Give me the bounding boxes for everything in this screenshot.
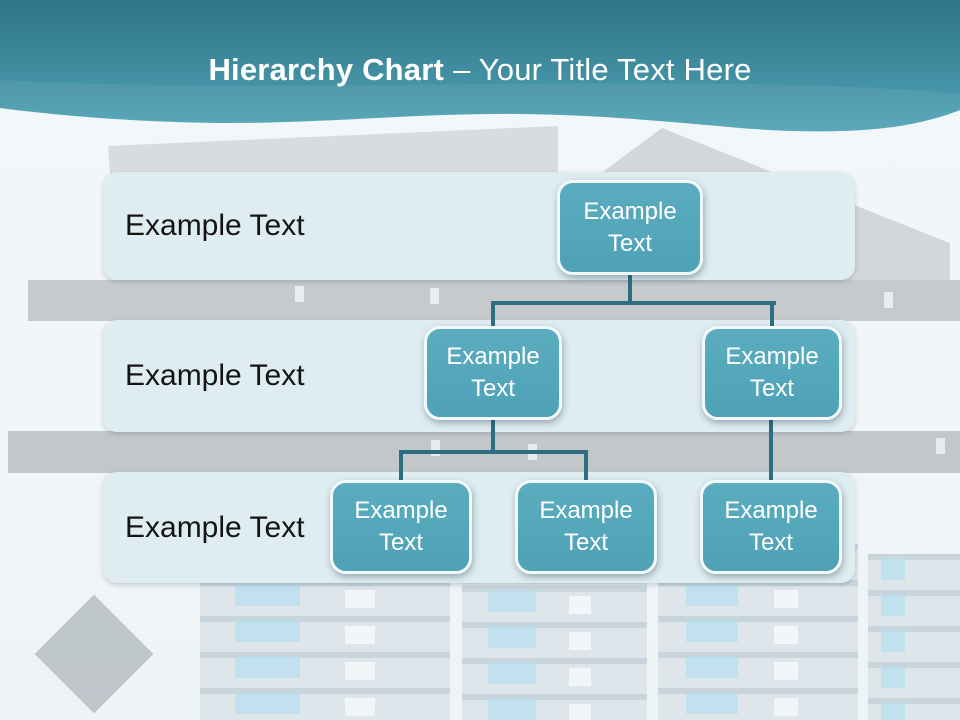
bg-slot	[431, 440, 440, 456]
node-text-line: Example	[446, 343, 540, 370]
connector-level2-crossbar	[491, 301, 776, 305]
title-bold-part: Hierarchy Chart	[208, 52, 445, 87]
row-label-2: Example Text	[125, 359, 305, 392]
node-text-line: Example	[539, 497, 633, 524]
bg-slot	[884, 292, 893, 308]
connector-midleft-stem	[491, 418, 495, 454]
slide-title[interactable]: Hierarchy Chart– Your Title Text Here	[0, 52, 960, 88]
bg-tower	[868, 554, 960, 720]
node-mid-left[interactable]: Example Text	[424, 326, 562, 420]
connector-leaf2-drop	[584, 452, 588, 484]
connector-leaf1-drop	[399, 452, 403, 484]
node-text-line: Text	[563, 529, 608, 556]
bg-slot	[936, 438, 945, 454]
node-text-line: Example	[583, 197, 677, 225]
connector-midright-drop	[770, 303, 774, 330]
connector-midleft-drop	[491, 303, 495, 330]
row-label-3: Example Text	[125, 510, 305, 544]
bg-slot	[430, 288, 439, 304]
node-leaf-2[interactable]: Example Text	[515, 480, 657, 574]
connector-level3-crossbar	[399, 450, 588, 454]
connector-root-stem	[628, 272, 632, 304]
node-text-line: Example	[354, 497, 448, 524]
node-text-line: Example	[725, 343, 819, 370]
row-label-1: Example Text	[125, 209, 305, 242]
node-text-line: Example	[724, 497, 818, 524]
node-text-line: Text	[378, 529, 423, 556]
node-text-line: Text	[470, 375, 515, 402]
header-band	[0, 0, 960, 132]
node-text-line: Text	[749, 375, 794, 402]
node-leaf-1[interactable]: Example Text	[330, 480, 472, 574]
header-wave-highlight	[0, 80, 960, 132]
node-text-line: Text	[607, 229, 652, 257]
node-text-line: Text	[748, 529, 793, 556]
node-root[interactable]: Example Text	[557, 180, 703, 275]
node-leaf-3[interactable]: Example Text	[700, 480, 842, 574]
row-band-1[interactable]: Example Text	[103, 172, 855, 280]
title-regular-part: – Your Title Text Here	[453, 52, 752, 87]
node-mid-right[interactable]: Example Text	[702, 326, 842, 420]
bg-slot	[295, 286, 304, 302]
connector-leaf3-drop	[769, 418, 773, 484]
